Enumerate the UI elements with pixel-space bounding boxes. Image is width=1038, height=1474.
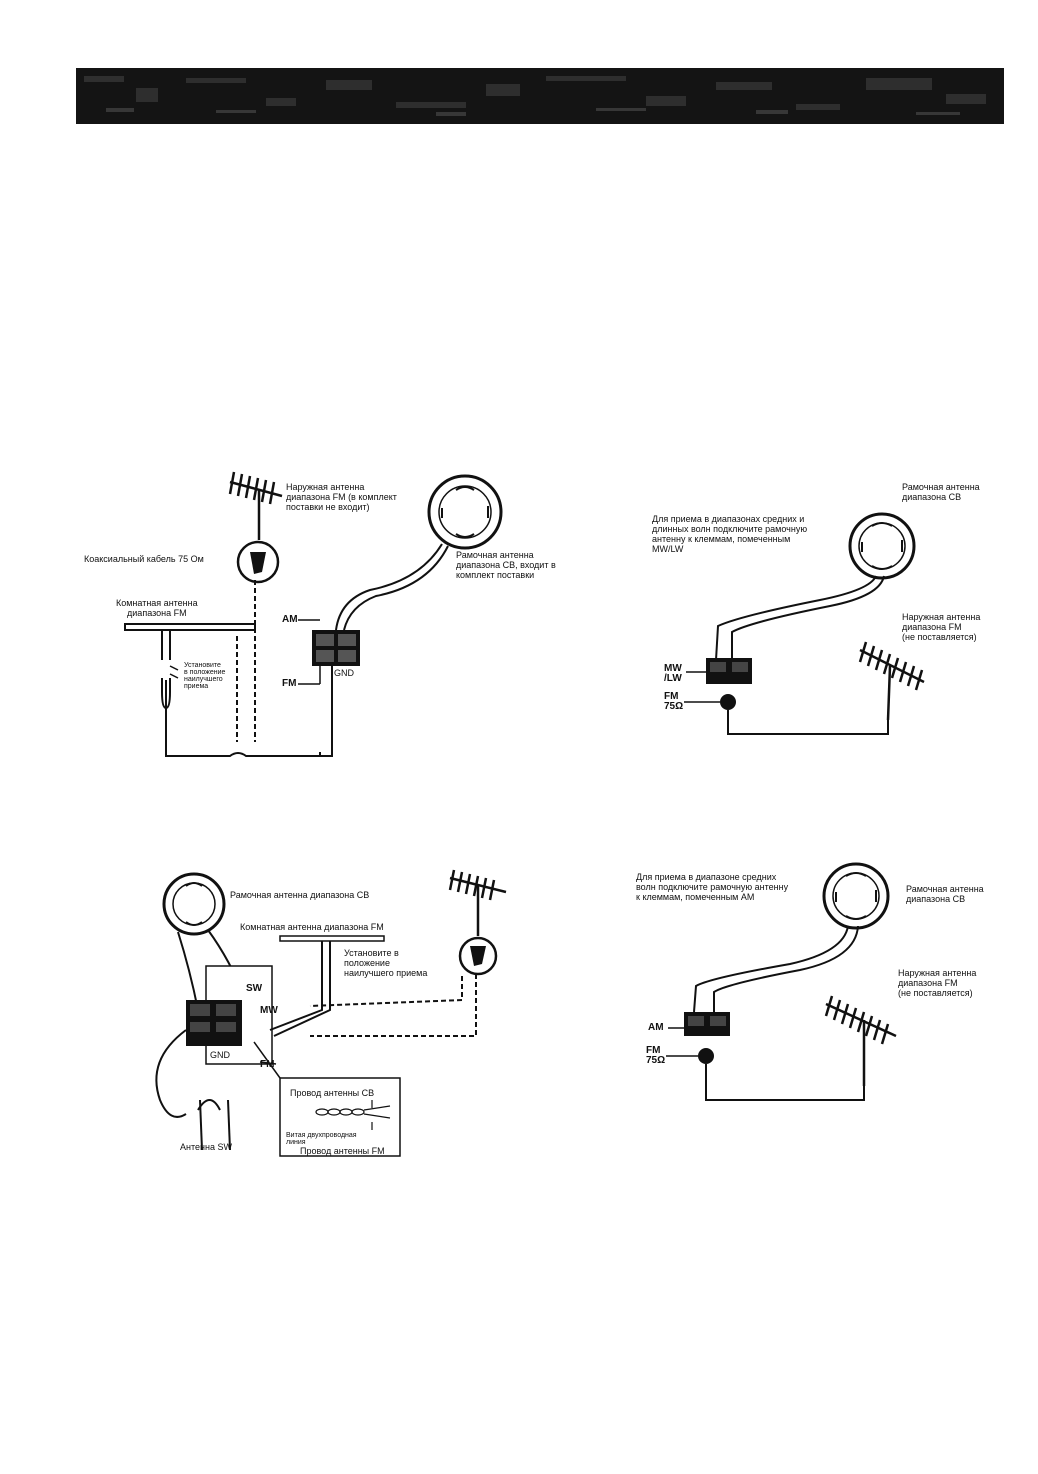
label-am-loop-antenna: Рамочная антенна диапазона СВ	[902, 482, 980, 502]
terminal-label-mw-lw: MW /LW	[664, 663, 682, 684]
diagram1-drawing	[124, 471, 503, 757]
diagram4-drawing	[666, 862, 897, 1101]
label-am-loop-antenna: Рамочная антенна диапазона СВ	[906, 884, 984, 904]
terminal-label-mw: MW	[260, 1005, 278, 1016]
diagram3-drawing	[155, 869, 507, 1157]
mw-lw-terminal-icon	[706, 658, 752, 684]
terminal-label-gnd: GND	[210, 1050, 230, 1060]
label-twin-lead: Витая двухпроводная линия	[286, 1132, 357, 1146]
diagram2-drawing	[684, 512, 925, 735]
label-coax-cable: Коаксиальный кабель 75 Ом	[84, 554, 204, 564]
terminal-label-fm: FM	[260, 1059, 275, 1070]
terminal-label-fm-75: FM 75Ω	[646, 1045, 666, 1066]
terminal-label-gnd: GND	[334, 668, 354, 678]
diagram-fm-am-antenna-hookup: Наружная антенна диапазона FM (в комплек…	[70, 460, 570, 780]
am-terminal-icon	[684, 1012, 730, 1036]
terminal-label-fm: FM	[282, 678, 297, 689]
indoor-fm-antenna-icon	[124, 623, 256, 710]
label-outdoor-fm-antenna: Наружная антенна диапазона FM (не постав…	[898, 968, 977, 998]
label-am-wire: Провод антенны СВ	[290, 1088, 375, 1098]
outdoor-fm-antenna-icon	[228, 471, 283, 540]
outdoor-fm-antenna-icon	[858, 641, 925, 721]
diagram-sw-am-fm-hookup: Рамочная антенна диапазона СВ Комнатная …	[150, 860, 570, 1170]
diagram-mw-lw-hookup: Рамочная антенна диапазона СВ Для приема…	[640, 470, 1020, 760]
label-set-best-position: Установите в положение наилучшего приема	[184, 662, 226, 690]
diagram-am-hookup: Для приема в диапазоне средних волн подк…	[630, 860, 1010, 1120]
banner-texture	[84, 76, 986, 116]
terminal-label-am: AM	[648, 1022, 664, 1033]
label-mw-lw-instruction: Для приема в диапазонах средних и длинны…	[652, 514, 808, 554]
indoor-fm-antenna-icon	[279, 935, 385, 942]
label-sw-antenna: Антенна SW	[180, 1142, 232, 1152]
outdoor-fm-antenna-icon	[824, 995, 897, 1086]
label-set-best-position: Установите в положение наилучшего приема	[344, 948, 428, 978]
outdoor-fm-antenna-icon	[448, 869, 507, 936]
terminal-label-sw: SW	[246, 983, 263, 994]
terminal-label-am: AM	[282, 614, 298, 625]
label-indoor-fm-antenna: Комнатная антенна диапазона FM	[240, 922, 384, 932]
multi-band-terminal-block-icon	[186, 1000, 242, 1046]
fm-75-ohm-jack-icon	[720, 694, 736, 710]
label-am-loop-antenna: Рамочная антенна диапазона СВ	[230, 890, 370, 900]
label-fm-wire: Провод антенны FM	[300, 1146, 385, 1156]
label-outdoor-fm-antenna: Наружная антенна диапазона FM (не постав…	[902, 612, 981, 642]
fm-75-ohm-jack-icon	[698, 1048, 714, 1064]
label-am-loop-antenna: Рамочная антенна диапазона СВ, входит в …	[456, 550, 556, 580]
label-indoor-fm-antenna: Комнатная антенна диапазона FM	[116, 598, 198, 618]
header-banner	[76, 68, 1004, 124]
label-outdoor-fm-antenna: Наружная антенна диапазона FM (в комплек…	[286, 482, 397, 512]
label-am-instruction: Для приема в диапазоне средних волн подк…	[636, 872, 789, 902]
terminal-label-fm-75: FM 75Ω	[664, 691, 684, 712]
antenna-terminal-block-icon	[312, 630, 360, 666]
